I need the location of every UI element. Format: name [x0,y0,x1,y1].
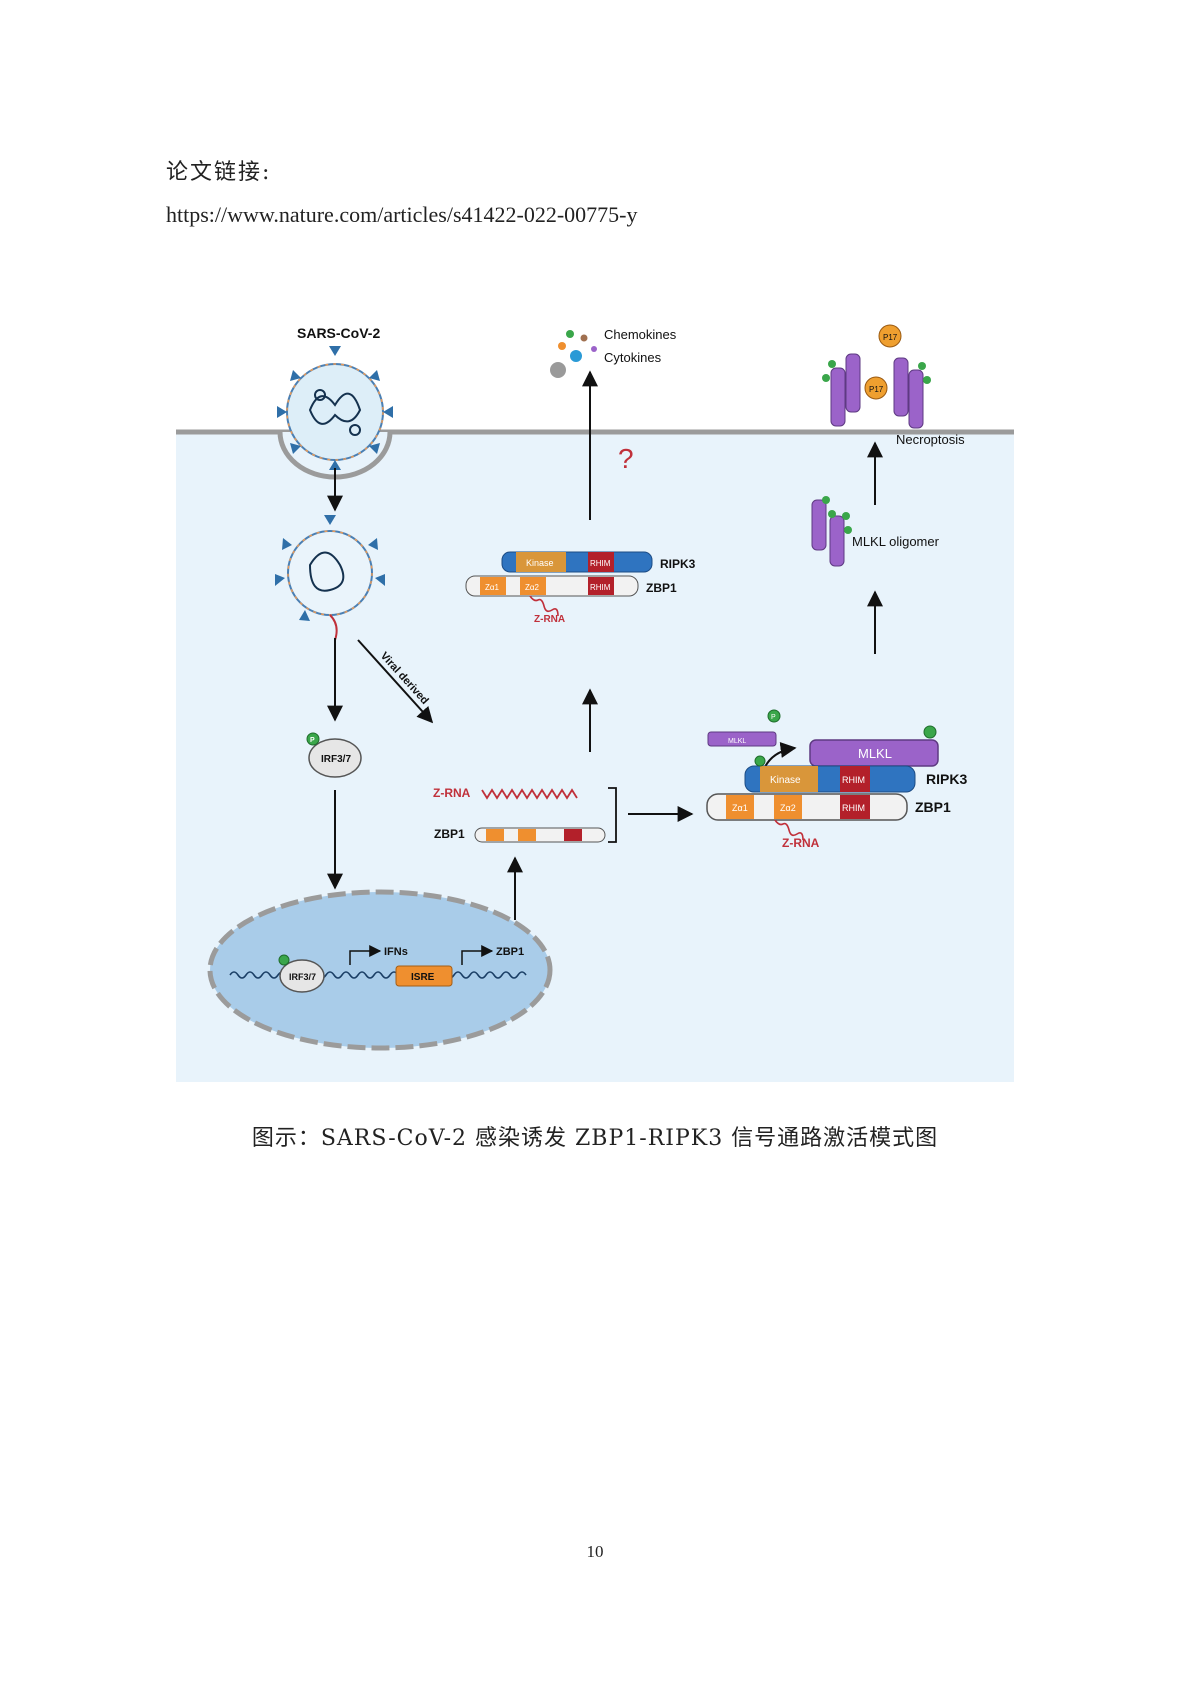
isre-element [395,965,453,987]
z-rna-bound-upper [529,595,559,617]
phospho-free-label: P [771,714,776,721]
mlkl-oligomer [811,496,852,567]
irf-dna-bound: IRF3/7 [278,954,325,993]
rhim-label-lower: RHIM [842,775,865,785]
z-rna-bound-lower [774,819,804,841]
zbp1-gene-label: ZBP1 [496,946,524,958]
chemokines-label: Chemokines [604,327,677,342]
p17-label-upper: P17 [883,333,898,342]
zbp1-label-upper: ZBP1 [646,581,677,595]
mlkl-oligomer-label: MLKL oligomer [852,534,940,549]
mlkl-free-label: MLKL [728,738,746,745]
rhim-zbp1-label-upper: RHIM [590,583,611,592]
rhim-label-upper: RHIM [590,559,611,568]
p17-icon-lower: P17 [864,376,888,400]
mlkl-membrane-pores [822,353,931,429]
zbp1-protein-lower: Zα1 Zα2 RHIM [706,793,908,821]
necroptosis-label: Necroptosis [896,432,965,447]
z-rna-label-upper: Z-RNA [534,614,565,625]
zbp1-label-lower: ZBP1 [915,799,951,815]
ripk3-label-lower: RIPK3 [926,771,967,787]
zbp1-transcription-arrow [461,945,494,965]
p17-label-lower: P17 [869,385,884,394]
nucleus [207,889,553,1051]
mlkl-free: MLKL [707,731,777,747]
irf-phospho-label: P [310,737,315,744]
isre-label: ISRE [411,972,435,983]
phospho-ripk3-icon [754,755,766,767]
phospho-free-icon [767,709,781,723]
cytokines-label: Cytokines [604,350,662,365]
mlkl-bound-label: MLKL [858,746,892,761]
ripk3-protein-lower: Kinase RHIM [744,765,916,793]
link-label: 论文链接: [166,160,272,185]
uncoating-virus-icon [275,515,385,641]
za1-label-upper: Zα1 [485,583,500,592]
ripk3-label-upper: RIPK3 [660,557,696,571]
z-rna-label-lower: Z-RNA [782,836,820,850]
zbp1-protein-middle [474,827,606,843]
paper-link[interactable]: https://www.nature.com/articles/s41422-0… [166,202,638,227]
cytokine-particles-icon [550,330,597,378]
ifns-label: IFNs [384,946,408,958]
ripk3-protein-upper: Kinase RHIM [501,551,653,573]
za1-label-lower: Zα1 [732,803,748,813]
za2-label-upper: Zα2 [525,583,540,592]
page-number: 10 [586,1542,604,1561]
phospho-mlkl-icon [923,725,937,739]
virus-particle-icon [277,346,393,470]
irf-bound-label: IRF3/7 [289,972,316,982]
mlkl-bound: MLKL [809,739,939,767]
zbp1-ripk3-pathway-diagram: SARS-CoV-2 Viral derived IRF3/7 P [176,324,1014,1082]
rhim-zbp1-label-lower: RHIM [842,803,865,813]
ifns-transcription-arrow [349,945,382,965]
p17-icon-upper: P17 [878,324,902,348]
virus-label: SARS-CoV-2 [297,325,380,341]
figure-caption: 图示：SARS-CoV-2 感染诱发 ZBP1-RIPK3 信号通路激活模式图 [251,1126,939,1151]
arrow-viral-derived [357,639,434,724]
irf-label: IRF3/7 [321,754,351,765]
z-rna-label-middle: Z-RNA [433,786,471,800]
kinase-label-lower: Kinase [770,775,801,786]
zbp1-protein-upper: Zα1 Zα2 RHIM [465,575,639,597]
irf3-7-protein: IRF3/7 P [306,732,362,778]
bracket [608,787,617,843]
dna-strand [229,971,527,979]
z-rna-strand [481,788,578,800]
kinase-label-upper: Kinase [526,558,554,568]
zbp1-label-middle: ZBP1 [434,827,465,841]
za2-label-lower: Zα2 [780,803,796,813]
question-mark: ? [618,443,634,474]
